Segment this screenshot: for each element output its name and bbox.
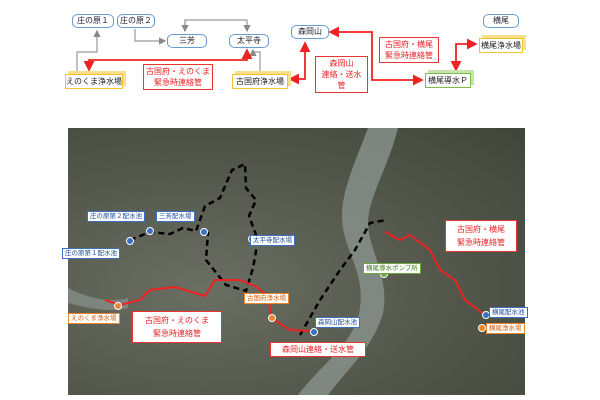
map-label-yokoo-pump: 横尾導水ポンプ所: [363, 263, 421, 274]
reservoir-shonohara1: 庄の原１: [72, 14, 114, 28]
map-overlay: [68, 128, 486, 395]
pipe-label-line: 緊急時連絡管: [153, 329, 201, 338]
marker-shonohara1: [126, 237, 134, 245]
marker-yokoo-plant: [478, 324, 486, 332]
river-west: [68, 288, 128, 311]
map-pipe-label-morookayama: 森岡山連絡・送水管: [270, 342, 366, 357]
reservoir-shonohara2: 庄の原２: [117, 14, 155, 28]
pipe-label-line: 緊急時連絡管: [385, 51, 433, 60]
map-label-morookayama: 森岡山配水池: [315, 317, 360, 328]
pipe-furugo-yokoo: [384, 231, 486, 316]
map-label-furugo: 古国府浄水場: [244, 293, 289, 304]
pipe-label-furugo-yokoo: 古国府・横尾緊急時連絡管: [379, 37, 439, 63]
plant-furugo: 古国府浄水場: [232, 74, 288, 89]
pipe-label-line: 古国府・えのくま: [145, 316, 209, 325]
map-pipe-label-furugo-enokuma: 古国府・えのくま緊急時連絡管: [132, 311, 222, 343]
map-label-shonohara1: 庄の原第１配水池: [62, 248, 120, 259]
river: [298, 128, 398, 395]
pipe-label-line: 森岡山: [329, 59, 354, 68]
reservoir-taiheiji: 太平寺: [229, 34, 269, 48]
pipe-label-line: 古国府・横尾: [457, 225, 505, 234]
map-label-shonohara2: 庄の原第２配水池: [87, 211, 145, 222]
pipe-label-line: 連絡・送水管: [321, 70, 362, 90]
marker-enokuma: [114, 302, 122, 310]
pipe-furugo-enokuma: [104, 279, 272, 316]
pipe-label-line: 古国府・えのくま: [146, 67, 210, 76]
diagram-connectors: [76, 19, 478, 86]
reservoir-morookayama: 森岡山: [291, 25, 329, 39]
marker-furugo: [268, 314, 276, 322]
reservoir-yokoo: 横尾: [483, 14, 519, 28]
pipe-label-line: 緊急時連絡管: [457, 238, 505, 247]
plant-yokoo: 横尾浄水場: [479, 38, 523, 53]
map-label-taiheiji: 太平寺配水場: [250, 235, 295, 246]
map-label-yokoo-plant: 横尾浄水場: [486, 323, 525, 334]
pipe-label-morookayama: 森岡山連絡・送水管: [315, 56, 368, 93]
plant-enokuma: えのくま浄水場: [65, 74, 123, 89]
map-label-yokoo-res: 横尾配水池: [489, 307, 528, 318]
map-label-enokuma: えのくま浄水場: [68, 313, 120, 324]
pipe-label-furugo-enokuma: 古国府・えのくま緊急時連絡管: [143, 64, 213, 90]
pipe-label-line: 古国府・横尾: [385, 40, 433, 49]
map-pipe-label-furugo-yokoo: 古国府・横尾緊急時連絡管: [445, 220, 517, 252]
service-area-boundary-east: [298, 218, 387, 336]
marker-miyoshi: [200, 228, 208, 236]
pipe-morookayama: [270, 317, 314, 332]
pump-yokoo: 横尾導水Ｐ: [425, 73, 471, 88]
map-label-miyoshi: 三芳配水場: [156, 211, 195, 222]
marker-shonohara2: [146, 227, 154, 235]
marker-morookayama: [310, 328, 318, 336]
reservoir-miyoshi: 三芳: [167, 34, 207, 48]
pipe-label-line: 緊急時連絡管: [154, 78, 202, 87]
